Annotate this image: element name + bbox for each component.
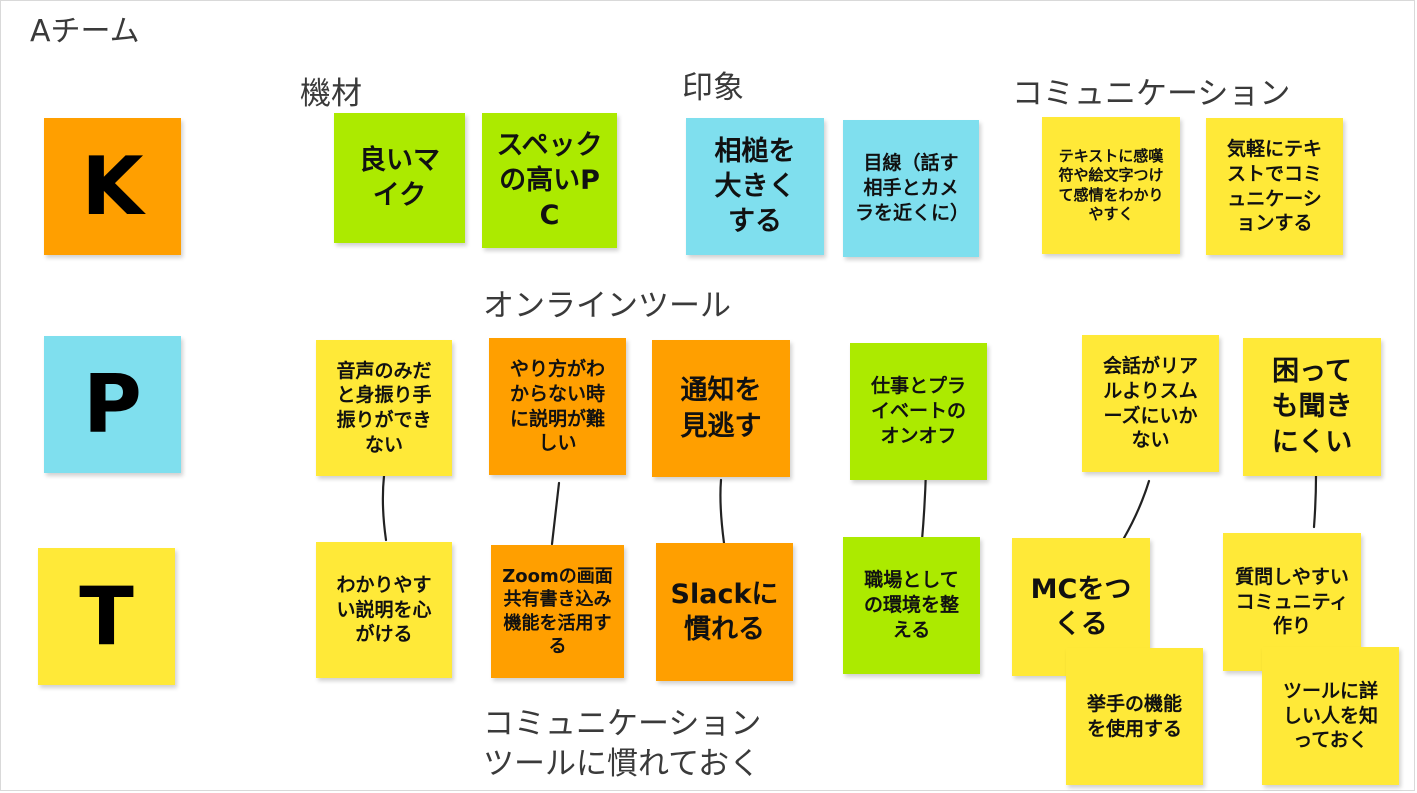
label-communication: コミュニケーション [1012,76,1291,112]
note-p1[interactable]: 音声のみだと身振り手振りができない [316,340,452,476]
board-title: Aチーム [30,14,140,49]
row-letter-k[interactable]: K [44,118,181,255]
note-p5[interactable]: 会話がリアルよりスムーズにいかない [1082,335,1219,472]
note-t3[interactable]: Slackに慣れる [656,543,793,681]
note-k4[interactable]: 目線（話す相手とカメラを近くに） [843,120,979,257]
note-k5[interactable]: テキストに感嘆符や絵文字つけて感情をわかりやすく [1042,117,1180,254]
note-p6[interactable]: 困っても聞きにくい [1243,338,1381,476]
note-p2[interactable]: やり方がわからない時に説明が難しい [489,338,626,475]
row-letter-t[interactable]: T [38,548,175,685]
note-k1[interactable]: 良いマイク [334,113,465,243]
note-k3[interactable]: 相槌を大きくする [686,118,824,255]
note-t4[interactable]: 職場としての環境を整える [843,537,980,674]
label-communication-tool: コミュニケーション ツールに慣れておく [483,706,762,783]
note-k6[interactable]: 気軽にテキストでコミュニケーションする [1206,118,1343,255]
note-t2[interactable]: Zoomの画面共有書き込み機能を活用する [491,545,624,678]
row-letter-p[interactable]: P [44,336,181,473]
label-kizai: 機材 [300,76,362,112]
label-online-tool: オンラインツール [483,288,731,324]
note-p4[interactable]: 仕事とプライベートのオンオフ [850,343,987,480]
label-inshou: 印象 [682,70,744,106]
note-k2[interactable]: スペックの高いPC [482,113,617,248]
note-p3[interactable]: 通知を見逃す [652,340,790,477]
note-t1[interactable]: わかりやすい説明を心がける [316,542,452,678]
note-t6[interactable]: 挙手の機能を使用する [1066,648,1203,785]
note-t8[interactable]: ツールに詳しい人を知っておく [1262,647,1399,785]
